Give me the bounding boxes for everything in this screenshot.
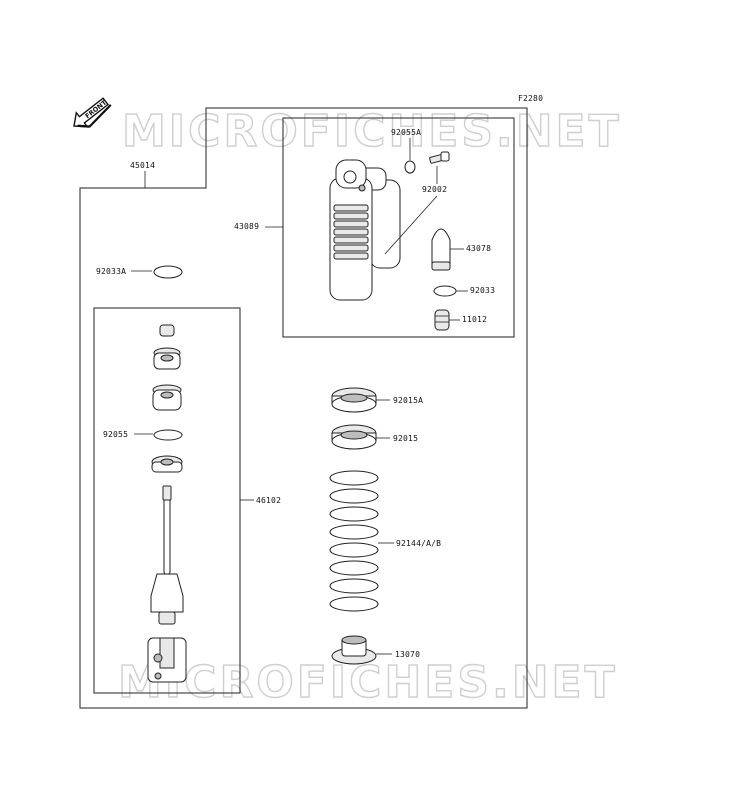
label-92002: 92002 bbox=[422, 185, 447, 194]
label-43089: 43089 bbox=[234, 222, 259, 231]
watermark-bottom: MICROFICHES.NET bbox=[118, 657, 618, 708]
watermark-top: MICROFICHES.NET bbox=[122, 106, 622, 157]
figure-code: F2280 bbox=[518, 94, 543, 103]
label-92015: 92015 bbox=[393, 434, 418, 443]
label-45014: 45014 bbox=[130, 161, 155, 170]
damper-kit-box bbox=[93, 307, 241, 694]
front-arrow-icon: FRONT bbox=[73, 97, 112, 128]
damper-kit-parts bbox=[147, 324, 187, 683]
label-43078: 43078 bbox=[466, 244, 491, 253]
air-valve bbox=[434, 309, 450, 331]
reservoir-cap bbox=[431, 228, 451, 271]
label-92055a: 92055A bbox=[391, 128, 421, 137]
shock-body-box bbox=[282, 117, 515, 338]
label-92033a: 92033A bbox=[96, 267, 126, 276]
label-11012: 11012 bbox=[462, 315, 487, 324]
label-92015a: 92015A bbox=[393, 396, 423, 405]
shock-body bbox=[329, 159, 401, 301]
front-label: FRONT bbox=[84, 98, 109, 120]
spring-stack bbox=[329, 387, 379, 665]
bleed-screw bbox=[429, 151, 450, 164]
snap-ring-left bbox=[153, 265, 183, 279]
label-92144: 92144/A/B bbox=[396, 539, 441, 548]
label-92055: 92055 bbox=[103, 430, 128, 439]
oring-top bbox=[404, 160, 416, 174]
snap-ring-right bbox=[433, 285, 457, 297]
label-92033: 92033 bbox=[470, 286, 495, 295]
assembly-outline bbox=[79, 107, 528, 709]
label-13070: 13070 bbox=[395, 650, 420, 659]
label-46102: 46102 bbox=[256, 496, 281, 505]
